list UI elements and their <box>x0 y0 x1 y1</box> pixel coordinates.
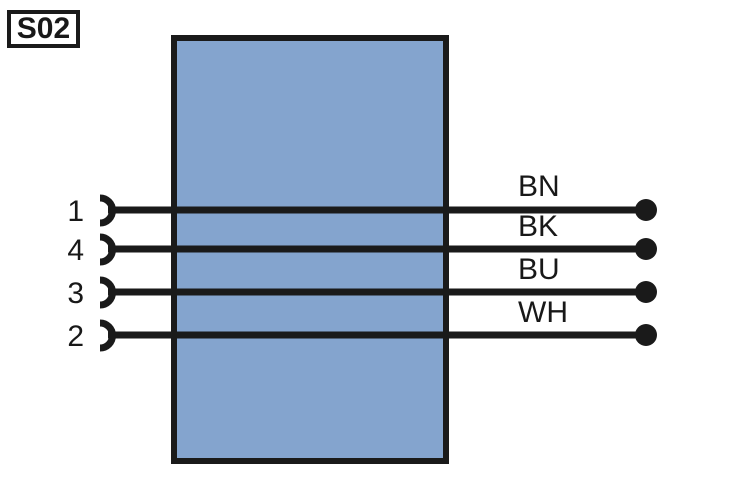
terminal-dot-icon-3 <box>635 281 657 303</box>
terminal-dot-icon-4 <box>635 324 657 346</box>
wire-label-3: BU <box>518 253 560 286</box>
connection-row-3: 3 BU <box>67 253 657 310</box>
wire-label-1: BN <box>518 170 560 203</box>
wire-label-4: WH <box>518 296 568 329</box>
terminal-dot-icon-2 <box>635 238 657 260</box>
tag-badge-border <box>7 10 80 48</box>
wire-label-2: BK <box>518 210 558 243</box>
tag-badge: S02 <box>7 10 80 48</box>
pin-number-4: 2 <box>67 320 84 353</box>
pin-number-2: 4 <box>67 234 84 267</box>
tag-badge-label: S02 <box>17 12 70 45</box>
connection-row-1: 1 BN <box>67 170 657 228</box>
pin-number-1: 1 <box>67 195 84 228</box>
pin-number-3: 3 <box>67 277 84 310</box>
connection-row-4: 2 WH <box>67 296 657 353</box>
connection-row-2: 4 BK <box>67 210 657 267</box>
terminal-dot-icon-1 <box>635 199 657 221</box>
